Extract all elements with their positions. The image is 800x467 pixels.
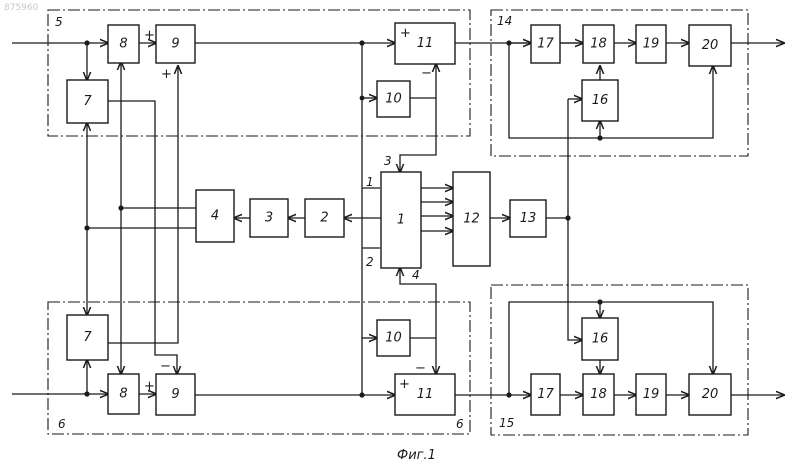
block-20-top: 20 — [689, 25, 731, 66]
block-17-bottom: 17 — [531, 374, 560, 415]
svg-text:10: 10 — [385, 92, 402, 107]
block-8-bottom: 8 — [108, 374, 139, 414]
block-13: 13 — [510, 200, 546, 237]
input-2-label: 2 — [366, 255, 374, 269]
svg-text:11: 11 — [417, 36, 434, 51]
block-7-bottom: 7 — [67, 315, 108, 360]
block-20-bottom: 20 — [689, 374, 731, 415]
sign-9-bottom-top: − — [160, 359, 171, 374]
svg-text:7: 7 — [83, 94, 92, 109]
svg-text:13: 13 — [520, 211, 537, 226]
svg-text:9: 9 — [171, 387, 179, 402]
sign-11-top-top: + — [400, 26, 411, 41]
svg-text:18: 18 — [590, 37, 607, 52]
sign-9-top-bottom: + — [161, 67, 172, 82]
svg-text:8: 8 — [119, 387, 127, 402]
block-7-top: 7 — [67, 80, 108, 123]
watermark-text: 875960 — [4, 3, 39, 13]
block-18-bottom: 18 — [583, 374, 614, 415]
svg-text:16: 16 — [592, 93, 609, 108]
sign-9-top-left: + — [144, 28, 155, 43]
svg-text:12: 12 — [463, 212, 480, 227]
svg-text:8: 8 — [119, 37, 127, 52]
sign-9-bottom-left: + — [144, 379, 155, 394]
block-2: 2 — [305, 199, 344, 237]
block-3: 3 — [250, 199, 288, 237]
svg-text:9: 9 — [171, 37, 179, 52]
input-4-label: 4 — [412, 268, 420, 282]
sign-11-bottom-top: − — [415, 361, 426, 376]
svg-text:11: 11 — [417, 387, 434, 402]
block-19-top: 19 — [636, 25, 666, 63]
svg-text:19: 19 — [643, 37, 660, 52]
sign-11-top-bottom: − — [421, 66, 432, 81]
svg-text:10: 10 — [385, 331, 402, 346]
svg-text:3: 3 — [265, 211, 273, 226]
input-1-label: 1 — [366, 175, 374, 189]
svg-text:1: 1 — [397, 213, 405, 228]
group-5-label: 5 — [55, 15, 63, 29]
group-6-label-right: 6 — [456, 417, 464, 431]
block-8-top: 8 — [108, 25, 139, 63]
block-9-top: 9 — [156, 25, 195, 63]
block-9-bottom: 9 — [156, 374, 195, 415]
figure-caption: Фиг.1 — [397, 448, 436, 463]
group-6-label: 6 — [58, 417, 66, 431]
svg-text:20: 20 — [702, 38, 719, 53]
block-17-top: 17 — [531, 25, 560, 63]
svg-text:20: 20 — [702, 387, 719, 402]
svg-text:16: 16 — [592, 332, 609, 347]
input-3-label: 3 — [384, 154, 392, 168]
svg-text:4: 4 — [211, 209, 219, 224]
block-19-bottom: 19 — [636, 374, 666, 415]
block-16-top: 16 — [582, 80, 618, 121]
svg-text:17: 17 — [537, 37, 554, 52]
block-16-bottom: 16 — [582, 318, 618, 360]
svg-text:7: 7 — [83, 330, 92, 345]
block-10-bottom: 10 — [377, 320, 410, 356]
block-4: 4 — [196, 190, 234, 242]
block-1: 1 — [381, 172, 421, 268]
svg-text:19: 19 — [643, 387, 660, 402]
svg-text:18: 18 — [590, 387, 607, 402]
group-14-label: 14 — [497, 14, 512, 28]
block-18-top: 18 — [583, 25, 614, 63]
sign-11-bottom-left: + — [399, 377, 410, 392]
svg-text:2: 2 — [320, 211, 328, 226]
block-10-top: 10 — [377, 81, 410, 117]
group-15-label: 15 — [499, 416, 514, 430]
block-12: 12 — [453, 172, 490, 266]
svg-text:17: 17 — [537, 387, 554, 402]
